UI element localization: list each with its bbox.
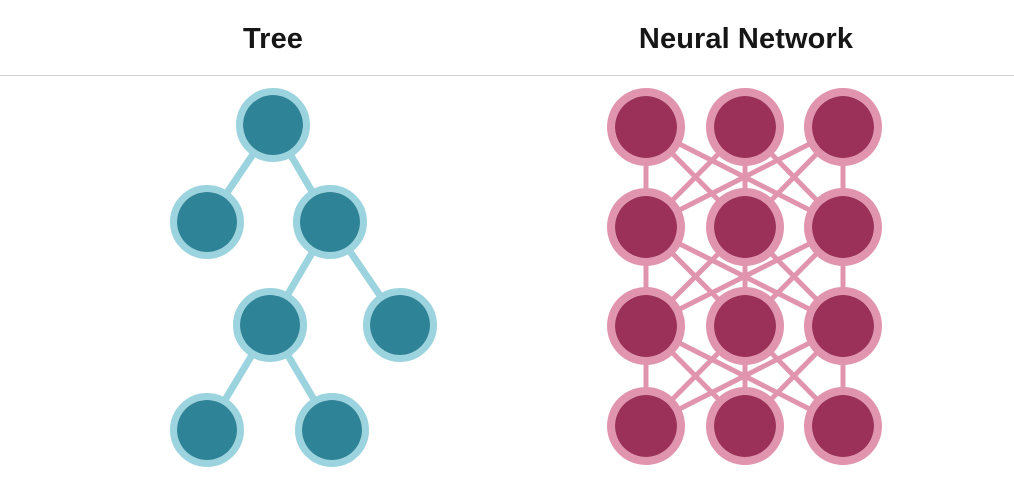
tree-node-ring [295, 393, 369, 467]
neural-network-node-ring [706, 88, 784, 166]
tree-node[interactable] [243, 95, 303, 155]
diagram-panes [0, 76, 1014, 480]
neural-network-node[interactable] [615, 96, 677, 158]
neural-network-node-ring [607, 387, 685, 465]
neural-network-node-ring [706, 387, 784, 465]
neural-network-node-ring [804, 287, 882, 365]
neural-network-node[interactable] [812, 295, 874, 357]
neural-network-node[interactable] [812, 96, 874, 158]
neural-network-node[interactable] [615, 395, 677, 457]
tree-node-group [170, 88, 437, 467]
tree-node[interactable] [300, 192, 360, 252]
neural-network-diagram [607, 88, 882, 465]
tree-node-ring [363, 288, 437, 362]
neural-network-node[interactable] [812, 196, 874, 258]
tree-diagram [170, 88, 437, 467]
neural-network-node[interactable] [714, 196, 776, 258]
tree-diagram-pane [0, 76, 507, 480]
tree-node[interactable] [177, 192, 237, 252]
column-title-neural-network: Neural Network [638, 23, 854, 55]
neural-network-node[interactable] [714, 395, 776, 457]
neural-network-node-ring [706, 188, 784, 266]
neural-network-node-ring [804, 387, 882, 465]
header-divider [0, 75, 1014, 76]
neural-network-node[interactable] [615, 196, 677, 258]
neural-network-diagram-pane [507, 76, 1014, 480]
tree-node[interactable] [240, 295, 300, 355]
tree-node[interactable] [177, 400, 237, 460]
tree-node-ring [236, 88, 310, 162]
tree-node[interactable] [302, 400, 362, 460]
neural-network-node[interactable] [615, 295, 677, 357]
neural-network-node-ring [607, 188, 685, 266]
neural-network-edge-group [643, 124, 846, 429]
tree-edge-group [203, 121, 404, 434]
tree-node-ring [233, 288, 307, 362]
column-title-tree: Tree [242, 23, 304, 55]
neural-network-node-ring [607, 88, 685, 166]
neural-network-node-ring [706, 287, 784, 365]
neural-network-node-group [607, 88, 882, 465]
neural-network-node-ring [804, 88, 882, 166]
column-header-row: Tree Neural Network [0, 0, 1014, 75]
tree-node-ring [170, 393, 244, 467]
neural-network-node[interactable] [714, 295, 776, 357]
tree-node-ring [293, 185, 367, 259]
tree-node[interactable] [370, 295, 430, 355]
tree-node-ring [170, 185, 244, 259]
neural-network-node-ring [804, 188, 882, 266]
neural-network-node[interactable] [812, 395, 874, 457]
neural-network-node[interactable] [714, 96, 776, 158]
neural-network-node-ring [607, 287, 685, 365]
